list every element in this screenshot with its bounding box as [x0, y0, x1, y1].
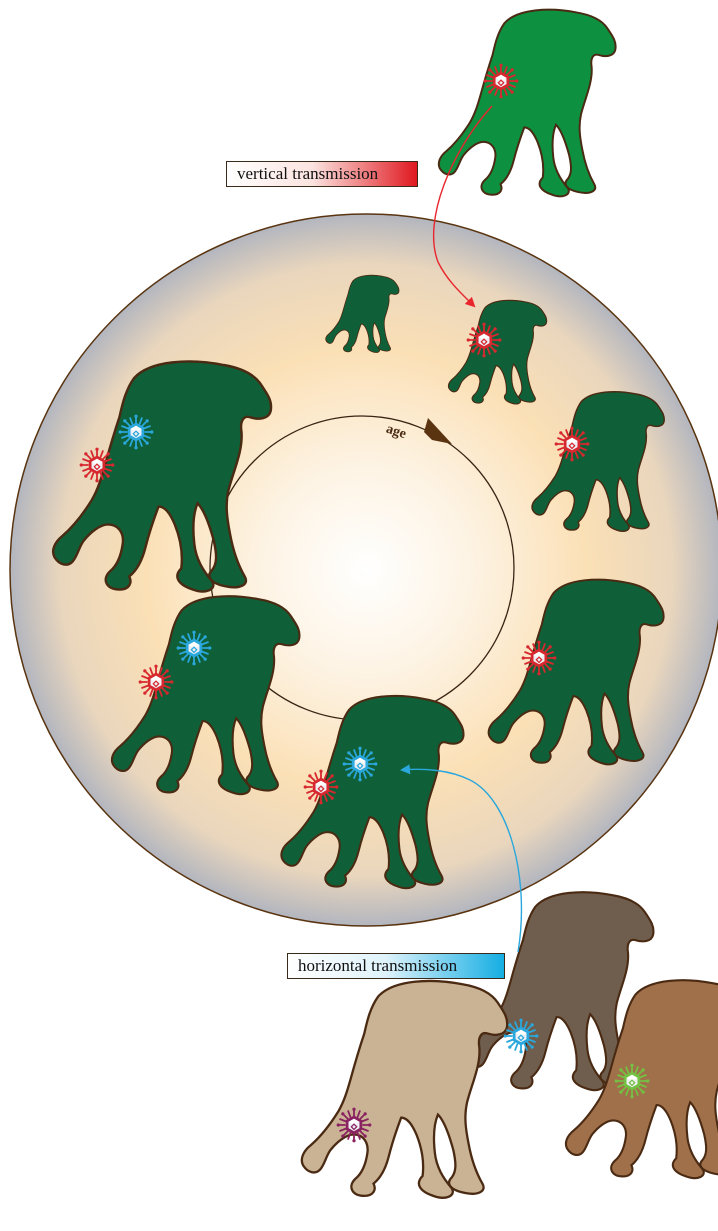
virus-red-icon	[522, 641, 557, 676]
virus-red-icon	[484, 64, 519, 99]
virus-red-icon	[304, 770, 339, 805]
virus-blue-icon	[343, 747, 378, 782]
vertical-transmission-label: vertical transmission	[226, 161, 418, 187]
horizontal-transmission-label: horizontal transmission	[287, 953, 505, 979]
virus-red-icon	[80, 448, 115, 483]
virus-purple-icon	[337, 1108, 372, 1143]
virus-green-icon	[615, 1064, 650, 1099]
ape-external-light-icon	[302, 981, 507, 1198]
virus-blue-icon	[119, 415, 154, 450]
virus-blue-icon	[504, 1019, 539, 1054]
virus-blue-icon	[177, 631, 212, 666]
ape-parent-icon	[439, 10, 616, 197]
virus-red-icon	[139, 665, 174, 700]
virus-red-icon	[467, 323, 502, 358]
virus-red-icon	[555, 427, 590, 462]
